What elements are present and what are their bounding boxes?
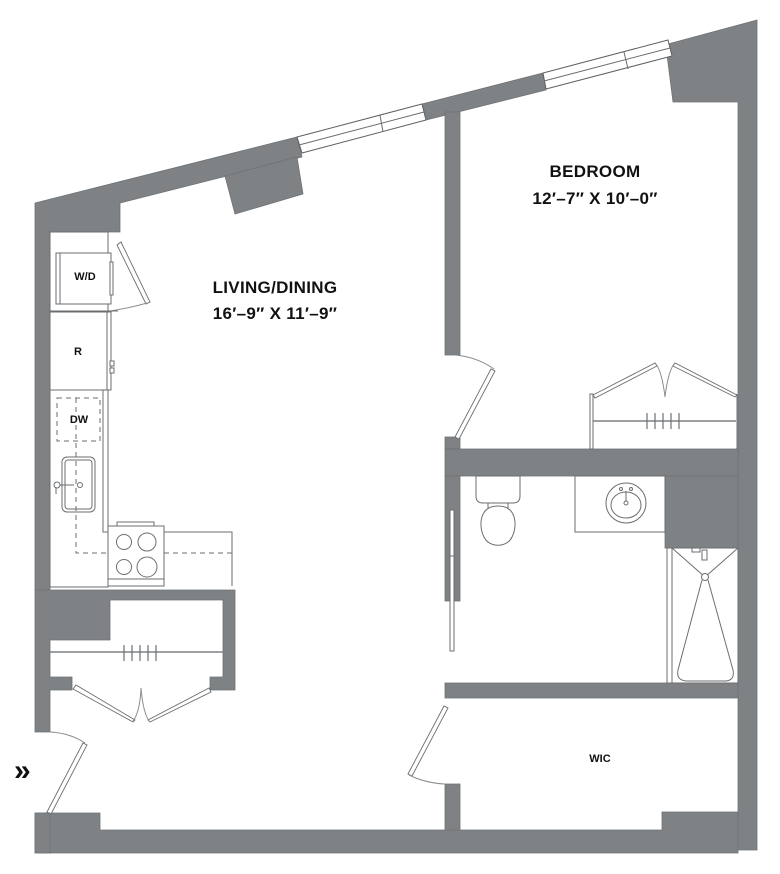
kitchen-sink[interactable]: [53, 456, 96, 513]
wic-door[interactable]: [407, 705, 449, 785]
wall-bath-wic: [444, 682, 739, 699]
wall-wic-left: [444, 783, 461, 831]
room-label-bedroom: BEDROOM: [549, 162, 641, 181]
exterior-wall-left-lower: [34, 589, 236, 733]
wall-bath-right-block: [664, 475, 739, 549]
exterior-wall-bottom: [34, 811, 739, 854]
wall-pier-top: [224, 156, 304, 215]
dishwasher[interactable]: [56, 397, 101, 442]
coat-closet: [50, 645, 223, 661]
wall-bedroom-bath: [444, 448, 739, 477]
bedroom-closet: [589, 393, 738, 450]
kitchen-counter-bottom: [102, 390, 233, 586]
room-label-living-dining: LIVING/DINING: [212, 278, 338, 297]
exterior-wall-top-middle: [421, 72, 547, 121]
kitchen-counter-left: [49, 231, 109, 588]
appliance-label-washer-dryer: W/D: [74, 271, 96, 283]
bedroom-door[interactable]: [454, 354, 496, 440]
vanity-sink[interactable]: [574, 475, 666, 533]
bedroom-closet-doors[interactable]: [592, 362, 738, 399]
refrigerator[interactable]: [49, 311, 115, 391]
room-dimensions-bedroom: 12′–7″ X 10′–0″: [532, 189, 658, 208]
washer-dryer[interactable]: [55, 252, 114, 305]
entry-door[interactable]: [46, 731, 88, 815]
room-dimensions-living-dining: 16′–9″ X 11′–9″: [212, 304, 338, 323]
appliance-label-dishwasher: DW: [69, 414, 89, 426]
exterior-wall-top-right: [665, 19, 758, 851]
appliance-label-refrigerator: R: [74, 346, 82, 358]
toilet[interactable]: [475, 475, 521, 546]
range-stove[interactable]: [107, 521, 165, 587]
window-bedroom: [542, 39, 673, 90]
window-living: [296, 103, 427, 154]
entry-arrow-icon: »: [14, 754, 31, 787]
partition-wall-bedroom: [444, 111, 461, 356]
wd-closet-door: [109, 241, 151, 312]
bathroom-pocket-door[interactable]: [449, 509, 455, 652]
counter-dash-line: [75, 398, 232, 554]
room-label-wic: WIC: [589, 753, 611, 765]
bathtub[interactable]: [666, 547, 739, 684]
wall-entry-lower: [34, 812, 51, 854]
coat-closet-doors[interactable]: [72, 684, 212, 723]
